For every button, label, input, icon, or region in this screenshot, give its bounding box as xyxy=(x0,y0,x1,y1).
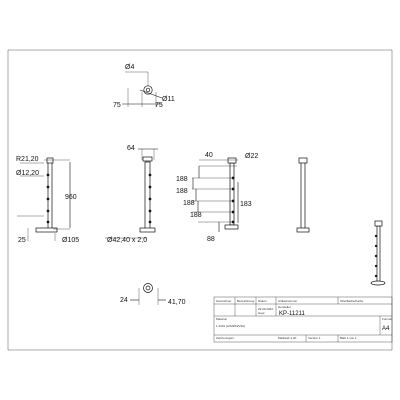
pitch-top: 40 xyxy=(205,152,213,159)
top-view: Ø4 Ø11 75 75 xyxy=(113,64,175,109)
iso-view xyxy=(370,220,386,286)
front-height: 960 xyxy=(65,194,77,201)
pitch-3: 188 xyxy=(183,200,195,207)
sheet-border xyxy=(7,49,393,351)
front-hole-diameter: Ø12,20 xyxy=(16,170,39,177)
tb-scale: Maßstab 1:20 xyxy=(278,336,297,340)
tb-format-label: Format xyxy=(382,317,392,321)
pitch-bottom: 88 xyxy=(207,236,215,243)
bottom-view: 24 41,70 xyxy=(120,283,186,306)
pitch-top-diameter: Ø22 xyxy=(245,153,258,160)
bottom-left-dim: 24 xyxy=(120,297,128,304)
front-base-diameter: Ø105 xyxy=(62,237,79,244)
tb-format: A4 xyxy=(382,326,390,332)
side-view: 64 Ø42,40 x 2,0 xyxy=(105,145,158,244)
top-dim-b: 75 xyxy=(155,102,163,109)
tb-surface-label: Oberfläche/Farbe xyxy=(340,299,364,303)
top-large-diameter: Ø11 xyxy=(162,96,175,103)
pitch-view: 40 Ø22 188 188 188 188 183 88 xyxy=(176,152,258,243)
tb-drawing-no: Zeichnungsnr. xyxy=(216,336,235,340)
pitch-2: 188 xyxy=(176,188,188,195)
tb-sheet: Blatt 1 von 1 xyxy=(340,336,357,340)
tb-part-number: KP-11211 xyxy=(279,311,305,317)
tb-drawn-label: Gezeichnet xyxy=(216,299,231,303)
tb-article-label: Artikelnummer xyxy=(278,299,297,303)
tb-material-label: Material xyxy=(216,317,227,321)
side-top-width: 64 xyxy=(127,145,135,152)
tb-check-label: Gepr. xyxy=(258,311,266,315)
tb-date-label: Datum xyxy=(258,299,267,303)
front-base-height: 25 xyxy=(18,237,26,244)
side-tube-size: Ø42,40 x 2,0 xyxy=(107,237,147,244)
tb-signature-label: Bezeichnung xyxy=(237,299,255,303)
plain-post-view xyxy=(296,157,310,233)
bottom-right-dim: 41,70 xyxy=(168,299,186,306)
title-block: Gezeichnet Bezeichnung Datum Artikelnumm… xyxy=(213,296,393,343)
top-small-diameter: Ø4 xyxy=(125,64,134,71)
front-view: R21,20 Ø12,20 960 25 Ø105 xyxy=(16,156,79,244)
front-radius: R21,20 xyxy=(16,156,39,163)
pitch-1: 188 xyxy=(176,176,188,183)
tb-version: Version 1 xyxy=(308,336,321,340)
tb-material: 1.4301 (AISI304/V2A) xyxy=(216,324,245,328)
pitch-4: 188 xyxy=(190,212,202,219)
tb-maker-label: Hersteller xyxy=(278,305,291,309)
pitch-mid: 183 xyxy=(240,201,252,208)
top-dim-a: 75 xyxy=(113,102,121,109)
tb-drawn-date: 29.09.2022 xyxy=(258,307,273,311)
